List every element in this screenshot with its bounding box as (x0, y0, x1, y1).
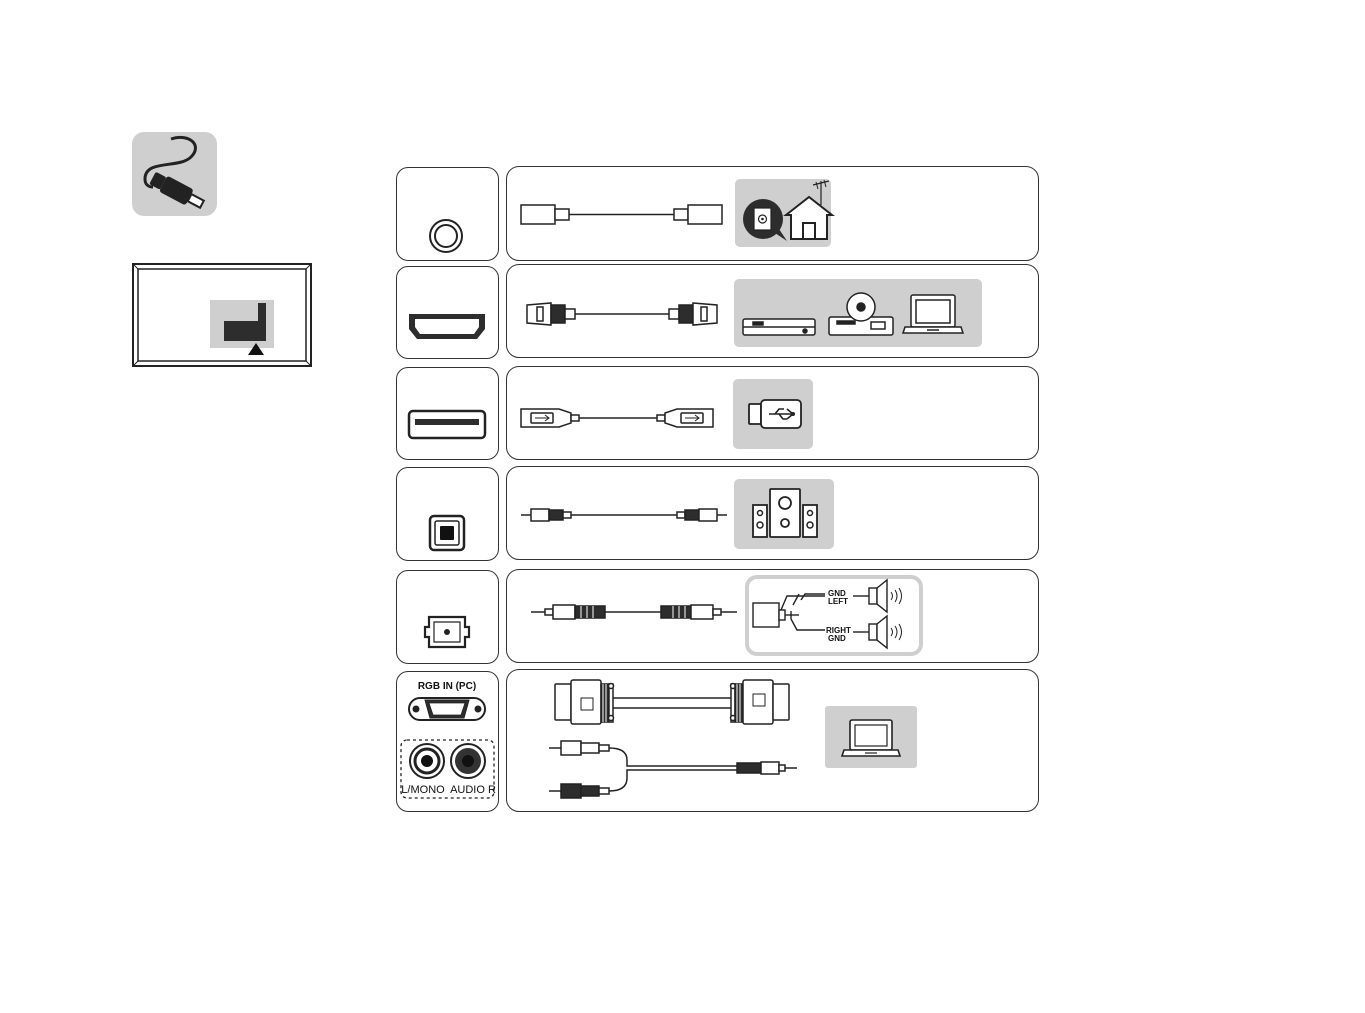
optical-port-box (396, 467, 499, 561)
rca-to-jack-cable (549, 741, 797, 798)
headphone-port-box (396, 570, 499, 664)
usb-cable (521, 409, 713, 427)
rgb-row (506, 669, 1039, 812)
headphone-row: GND LEFT RIGHT GND (506, 569, 1039, 663)
optical-row (506, 466, 1039, 560)
audio-r-label: AUDIO R (450, 784, 496, 796)
audio-r-jack (451, 744, 485, 778)
set-top-box-icon (743, 319, 815, 335)
left-label: LEFT (828, 597, 848, 606)
audio-jack-cable (531, 605, 737, 619)
tv-back-panel-icon (132, 263, 312, 367)
hdmi-cable (527, 303, 717, 325)
vga-port-icon (409, 698, 485, 720)
rgb-audio-port-box: RGB IN (PC) L/MONO AUDIO R (396, 671, 499, 812)
usb-port-box (396, 367, 499, 460)
hdmi-port-box (396, 266, 499, 359)
gnd-bottom-label: GND (828, 634, 846, 643)
coax-cable (521, 205, 722, 224)
coaxial-port-box (396, 167, 499, 261)
usb-row (506, 366, 1039, 460)
cable-icon (131, 131, 218, 217)
laptop-icon (825, 706, 917, 768)
rgb-in-label: RGB IN (PC) (418, 681, 476, 692)
laptop-icon (903, 295, 963, 333)
optical-cable (521, 509, 727, 521)
audio-l-jack (410, 744, 444, 778)
speaker-system-icon (734, 479, 834, 549)
antenna-row (506, 166, 1039, 261)
vga-cable (555, 680, 789, 724)
usb-drive-icon (733, 379, 813, 449)
l-mono-label: L/MONO (401, 784, 445, 796)
hdmi-row (506, 264, 1039, 358)
